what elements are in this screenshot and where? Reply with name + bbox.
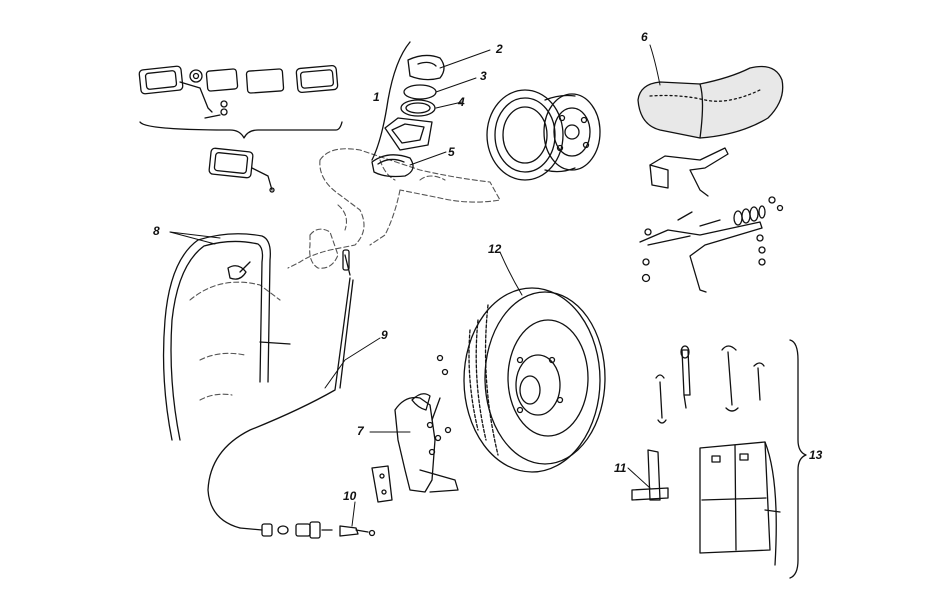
callout-11: 11 (614, 461, 627, 475)
wheel-rim (486, 89, 601, 181)
callout-10: 10 (343, 489, 357, 503)
callout-8: 8 (153, 224, 160, 238)
seat-assembly (637, 65, 784, 293)
speedometer-parts (371, 41, 445, 178)
leader-lines (169, 44, 661, 527)
callout-13: 13 (809, 448, 823, 462)
callout-9: 9 (381, 328, 388, 342)
callout-2: 2 (496, 42, 503, 56)
callout-1: 1 (373, 90, 380, 104)
spare-wheel-bracket (371, 354, 459, 503)
spring-stack (733, 196, 784, 226)
tool-kit (631, 339, 807, 579)
handlebar-ghost-outline (189, 148, 501, 401)
spare-tyre (463, 287, 606, 473)
callout-6: 6 (641, 30, 648, 44)
callout-12: 12 (488, 242, 502, 256)
callout-7: 7 (357, 424, 364, 438)
mirror-assembly (138, 64, 343, 193)
legshield-trim (162, 233, 291, 441)
callout-5: 5 (448, 145, 455, 159)
callout-3: 3 (480, 69, 487, 83)
callout-4: 4 (458, 95, 465, 109)
control-cable (207, 249, 376, 539)
